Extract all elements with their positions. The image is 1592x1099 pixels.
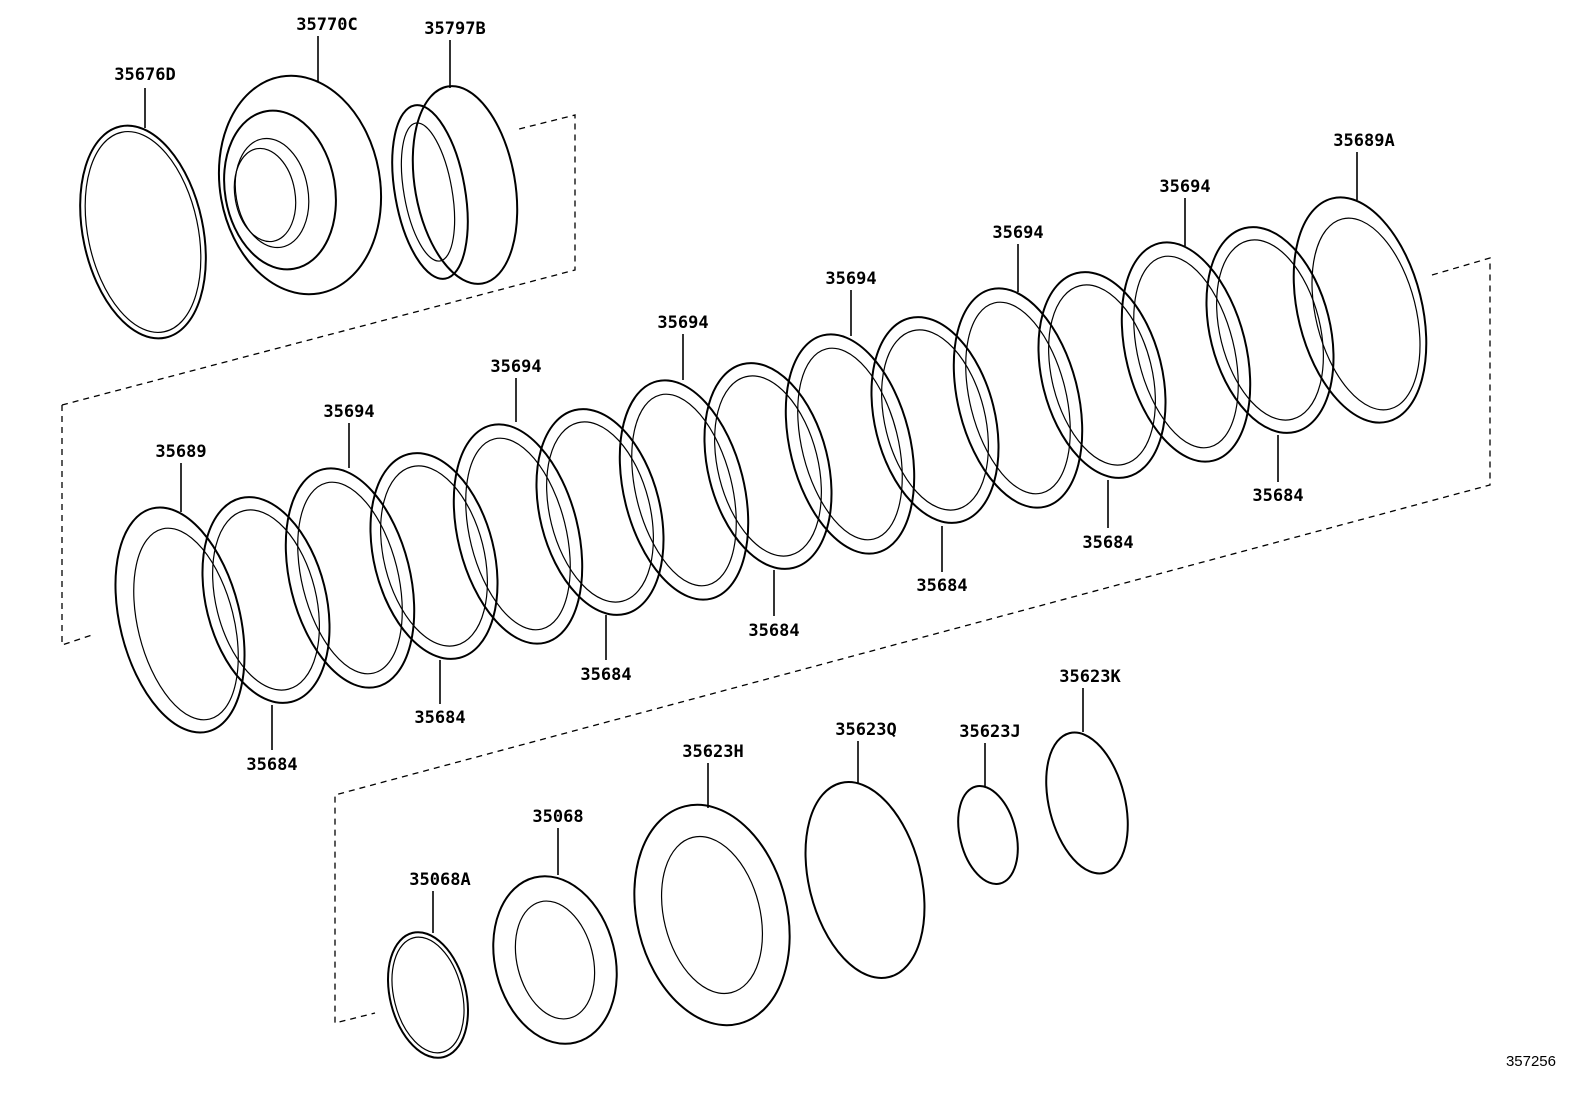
clutch-disc-35684-2[interactable]	[350, 440, 517, 673]
clutch-plate-35694-5[interactable]	[933, 275, 1104, 521]
clutch-plate-35694-3[interactable]	[599, 367, 770, 613]
leader-lines	[144, 36, 1358, 933]
label-35623Q: 35623Q	[835, 720, 896, 740]
label-35694-5: 35694	[992, 223, 1043, 243]
clutch-plate-35694-1[interactable]	[265, 455, 436, 701]
clutch-disc-35684-5[interactable]	[851, 304, 1018, 537]
clutch-disc-35684-3[interactable]	[516, 396, 683, 629]
label-35770C: 35770C	[296, 15, 357, 35]
label-35623K: 35623K	[1059, 667, 1121, 687]
label-35684-4: 35684	[748, 621, 799, 641]
label-35623J: 35623J	[959, 722, 1020, 742]
label-35684-7: 35684	[1252, 486, 1303, 506]
bearing-35797B[interactable]	[380, 78, 531, 292]
o-ring-35623J[interactable]	[949, 780, 1028, 891]
label-35797B: 35797B	[424, 19, 485, 39]
label-35689A: 35689A	[1333, 131, 1394, 151]
o-ring-35623Q[interactable]	[786, 769, 943, 990]
label-35694-4: 35694	[825, 269, 876, 289]
clutch-disc-35684-4[interactable]	[684, 350, 851, 583]
figure-id: 357256	[1506, 1053, 1556, 1070]
clutch-disc-35684-6[interactable]	[1018, 259, 1185, 492]
group-outline-dashed	[61, 114, 1491, 1024]
label-35676D: 35676D	[114, 65, 175, 85]
clutch-plate-35694-6[interactable]	[1101, 229, 1272, 475]
clutch-disc-35684-7[interactable]	[1186, 214, 1353, 447]
label-35684-3: 35684	[580, 665, 631, 685]
snap-ring-35676D[interactable]	[62, 114, 224, 350]
label-35684-5: 35684	[916, 576, 967, 596]
clutch-pack	[94, 183, 1448, 746]
clutch-disc-35684-1[interactable]	[182, 484, 349, 717]
label-35684-6: 35684	[1082, 533, 1133, 553]
flange-plate-35689[interactable]	[94, 494, 266, 746]
label-35684-1: 35684	[246, 755, 297, 775]
label-35623H: 35623H	[682, 742, 743, 762]
label-35684-2: 35684	[414, 708, 465, 728]
label-35694-6: 35694	[1159, 177, 1210, 197]
label-35068A: 35068A	[409, 870, 470, 890]
label-35694-3: 35694	[657, 313, 708, 333]
label-35694-2: 35694	[490, 357, 541, 377]
snap-ring-35068A[interactable]	[376, 924, 481, 1067]
one-way-clutch-35770C[interactable]	[202, 63, 398, 307]
return-spring-35068[interactable]	[476, 863, 634, 1057]
label-35068: 35068	[532, 807, 583, 827]
clutch-plate-35694-4[interactable]	[765, 321, 936, 567]
label-35689: 35689	[155, 442, 206, 462]
clutch-plate-35694-2[interactable]	[433, 411, 604, 657]
flange-plate-35689A[interactable]	[1272, 183, 1448, 436]
piston-35623H[interactable]	[612, 788, 812, 1042]
o-ring-35623K[interactable]	[1033, 724, 1142, 882]
label-35694-1: 35694	[323, 402, 374, 422]
